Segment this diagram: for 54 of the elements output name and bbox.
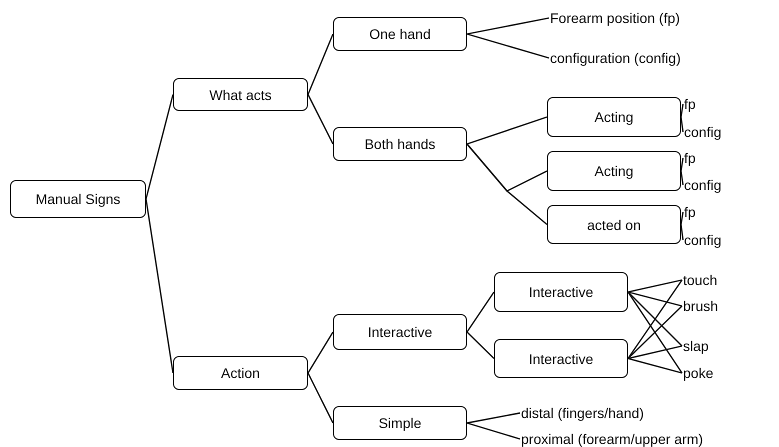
branch-box: Interactive bbox=[333, 314, 467, 350]
branch-box: Both hands bbox=[333, 127, 467, 161]
connector-line bbox=[466, 144, 548, 226]
connector-line bbox=[145, 94, 174, 200]
branch-box: Acting bbox=[547, 151, 681, 191]
connector-line bbox=[466, 422, 520, 440]
connector-line bbox=[627, 292, 683, 374]
connector-line bbox=[466, 17, 550, 35]
connector-line bbox=[680, 224, 684, 240]
leaf-label: fp bbox=[684, 203, 696, 221]
connector-line bbox=[307, 34, 334, 95]
connector-line bbox=[680, 170, 684, 186]
branch-box: Interactive bbox=[494, 272, 628, 312]
connector-line bbox=[628, 345, 682, 360]
leaf-label: slap bbox=[683, 337, 709, 355]
connector-line bbox=[628, 292, 682, 346]
branch-box: One hand bbox=[333, 17, 467, 51]
connector-line bbox=[628, 358, 682, 374]
connector-line bbox=[680, 116, 684, 132]
leaf-label: Forearm position (fp) bbox=[550, 9, 680, 27]
leaf-label: configuration (config) bbox=[550, 49, 681, 67]
connector-line bbox=[466, 292, 495, 332]
leaf-label: config bbox=[684, 123, 722, 141]
connector-line bbox=[466, 332, 494, 359]
branch-box: acted on bbox=[547, 205, 681, 244]
connector-line bbox=[628, 279, 682, 293]
branch-box: Acting bbox=[547, 97, 681, 137]
connector-line bbox=[680, 104, 684, 118]
connector-line bbox=[627, 280, 683, 359]
connector-line bbox=[628, 306, 682, 359]
connector-line bbox=[680, 212, 684, 225]
leaf-label: poke bbox=[683, 364, 714, 382]
leaf-label: fp bbox=[684, 95, 696, 113]
branch-box: Simple bbox=[333, 406, 467, 440]
connector-line bbox=[680, 158, 684, 172]
leaf-label: proximal (forearm/upper arm) bbox=[521, 430, 704, 447]
branch-box: Manual Signs bbox=[10, 180, 146, 218]
leaf-label: fp bbox=[684, 149, 696, 167]
leaf-label: brush bbox=[683, 297, 718, 315]
branch-box: Action bbox=[173, 356, 308, 390]
leaf-label: touch bbox=[683, 271, 718, 289]
connector-line bbox=[307, 332, 334, 374]
connector-line bbox=[466, 412, 520, 424]
connector-line bbox=[628, 291, 682, 307]
connector-line bbox=[307, 372, 334, 424]
connector-line bbox=[145, 198, 174, 374]
branch-box: Interactive bbox=[494, 339, 628, 378]
leaf-label: config bbox=[684, 231, 722, 249]
connector-line bbox=[466, 116, 548, 145]
leaf-label: config bbox=[684, 176, 722, 194]
connector-line bbox=[466, 33, 550, 59]
branch-box: What acts bbox=[173, 78, 308, 111]
connector-line bbox=[307, 94, 334, 144]
leaf-label: distal (fingers/hand) bbox=[521, 404, 644, 422]
